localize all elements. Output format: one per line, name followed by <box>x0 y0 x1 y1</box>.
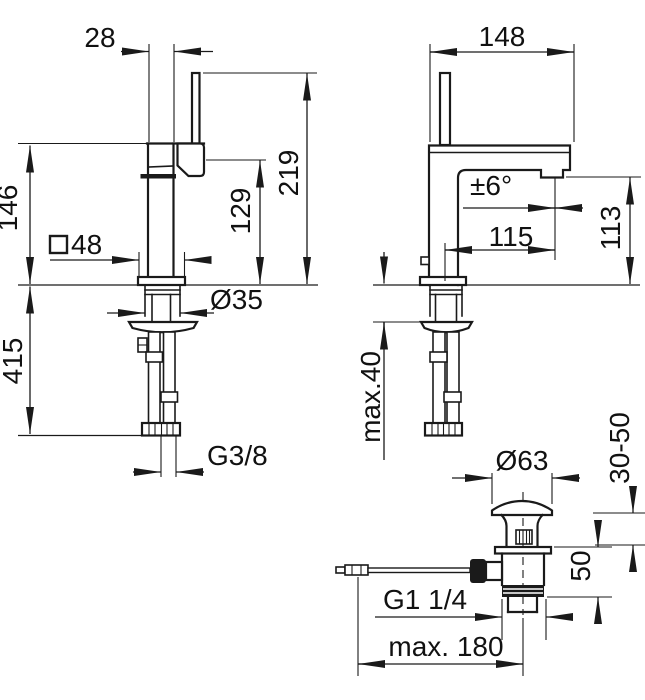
dim-label-115: 115 <box>489 221 534 252</box>
horseshoe-washer-front <box>127 320 199 334</box>
dimension-outlet-height: 113 <box>566 176 641 284</box>
dim-label-max40: max.40 <box>355 351 386 443</box>
dim-label-148: 148 <box>479 21 526 52</box>
lever-grip-front <box>176 142 206 178</box>
base-plate-side <box>418 275 468 287</box>
supply-hose <box>162 331 176 424</box>
dimension-waste-thread: G1 1/4 <box>375 584 573 640</box>
dim-label-dia63: Ø63 <box>496 445 549 476</box>
pull-rod-knob <box>344 564 369 576</box>
dimension-total-height: 219 <box>203 72 317 284</box>
front-view: 28 146 219 129 48 Ø35 <box>0 22 318 477</box>
dimension-supply-thread: G3/8 <box>133 440 268 476</box>
dim-label-48: 48 <box>71 229 102 260</box>
dim-label-g114: G1 1/4 <box>383 584 467 615</box>
dimension-aerator-height: 129 <box>206 159 266 284</box>
faucet-front-outline <box>18 71 318 287</box>
waste-valve-outline <box>335 492 554 615</box>
mounting-hardware-front <box>127 284 199 477</box>
waste-thread-band <box>502 585 544 597</box>
mounting-hardware-side <box>373 284 474 437</box>
waste-flange <box>493 545 553 555</box>
dimension-hole-diameter: Ø35 <box>107 284 263 317</box>
rod-link <box>484 560 504 582</box>
popup-plug-cap <box>490 499 554 517</box>
side-view: 148 ±6° 115 113 max.40 <box>355 21 641 460</box>
dimension-spout-width: 28 <box>84 22 213 142</box>
waste-valve-view: Ø63 30-50 50 G1 1/4 <box>335 412 645 676</box>
dim-label-dia35: Ø35 <box>210 284 263 315</box>
dim-label-max180: max. 180 <box>388 631 503 662</box>
supply-hose <box>432 331 446 424</box>
dim-label-146: 146 <box>0 185 23 232</box>
dim-label-415: 415 <box>0 338 28 385</box>
dimension-pull-rod-length: max. 180 <box>357 577 524 676</box>
dimension-waste-body-height: 50 <box>547 520 612 624</box>
faucet-side-outline <box>373 71 640 287</box>
dim-label-28: 28 <box>84 22 115 53</box>
dimension-max-deck-thickness: max.40 <box>355 252 388 460</box>
rod-clamp <box>470 559 486 583</box>
pull-rod-tip <box>335 566 346 574</box>
dim-label-angle: ±6° <box>470 170 512 201</box>
dimension-basin-clamp-range: 30-50 <box>593 412 645 572</box>
pull-rod <box>367 567 471 574</box>
dim-label-g38: G3/8 <box>207 440 268 471</box>
base-plate-front <box>136 275 187 287</box>
lever-bar-side <box>438 71 452 147</box>
spout-body-side <box>427 144 572 287</box>
dim-label-113: 113 <box>595 206 626 251</box>
horseshoe-washer-side <box>419 320 474 334</box>
set-screw-boss <box>420 256 430 266</box>
supply-hose <box>446 331 460 424</box>
dimension-swivel-angle: ±6° <box>463 170 583 260</box>
dimension-body-height: 146 <box>0 145 34 284</box>
dimension-spout-projection: 115 <box>444 221 555 281</box>
dimension-spout-reach-total: 148 <box>429 21 575 142</box>
dim-label-129: 129 <box>225 188 256 235</box>
dim-label-50: 50 <box>565 550 596 581</box>
dimension-waste-cap-diameter: Ø63 <box>452 445 580 504</box>
dimension-base-square: 48 <box>48 229 212 276</box>
supply-hose <box>147 331 161 424</box>
lever-bar-front <box>190 71 201 145</box>
square-symbol <box>48 234 69 255</box>
dim-label-219: 219 <box>273 150 304 197</box>
spout-underside-band <box>140 174 176 179</box>
dimension-hose-length: 415 <box>0 286 142 437</box>
dim-label-30-50: 30-50 <box>604 412 635 484</box>
